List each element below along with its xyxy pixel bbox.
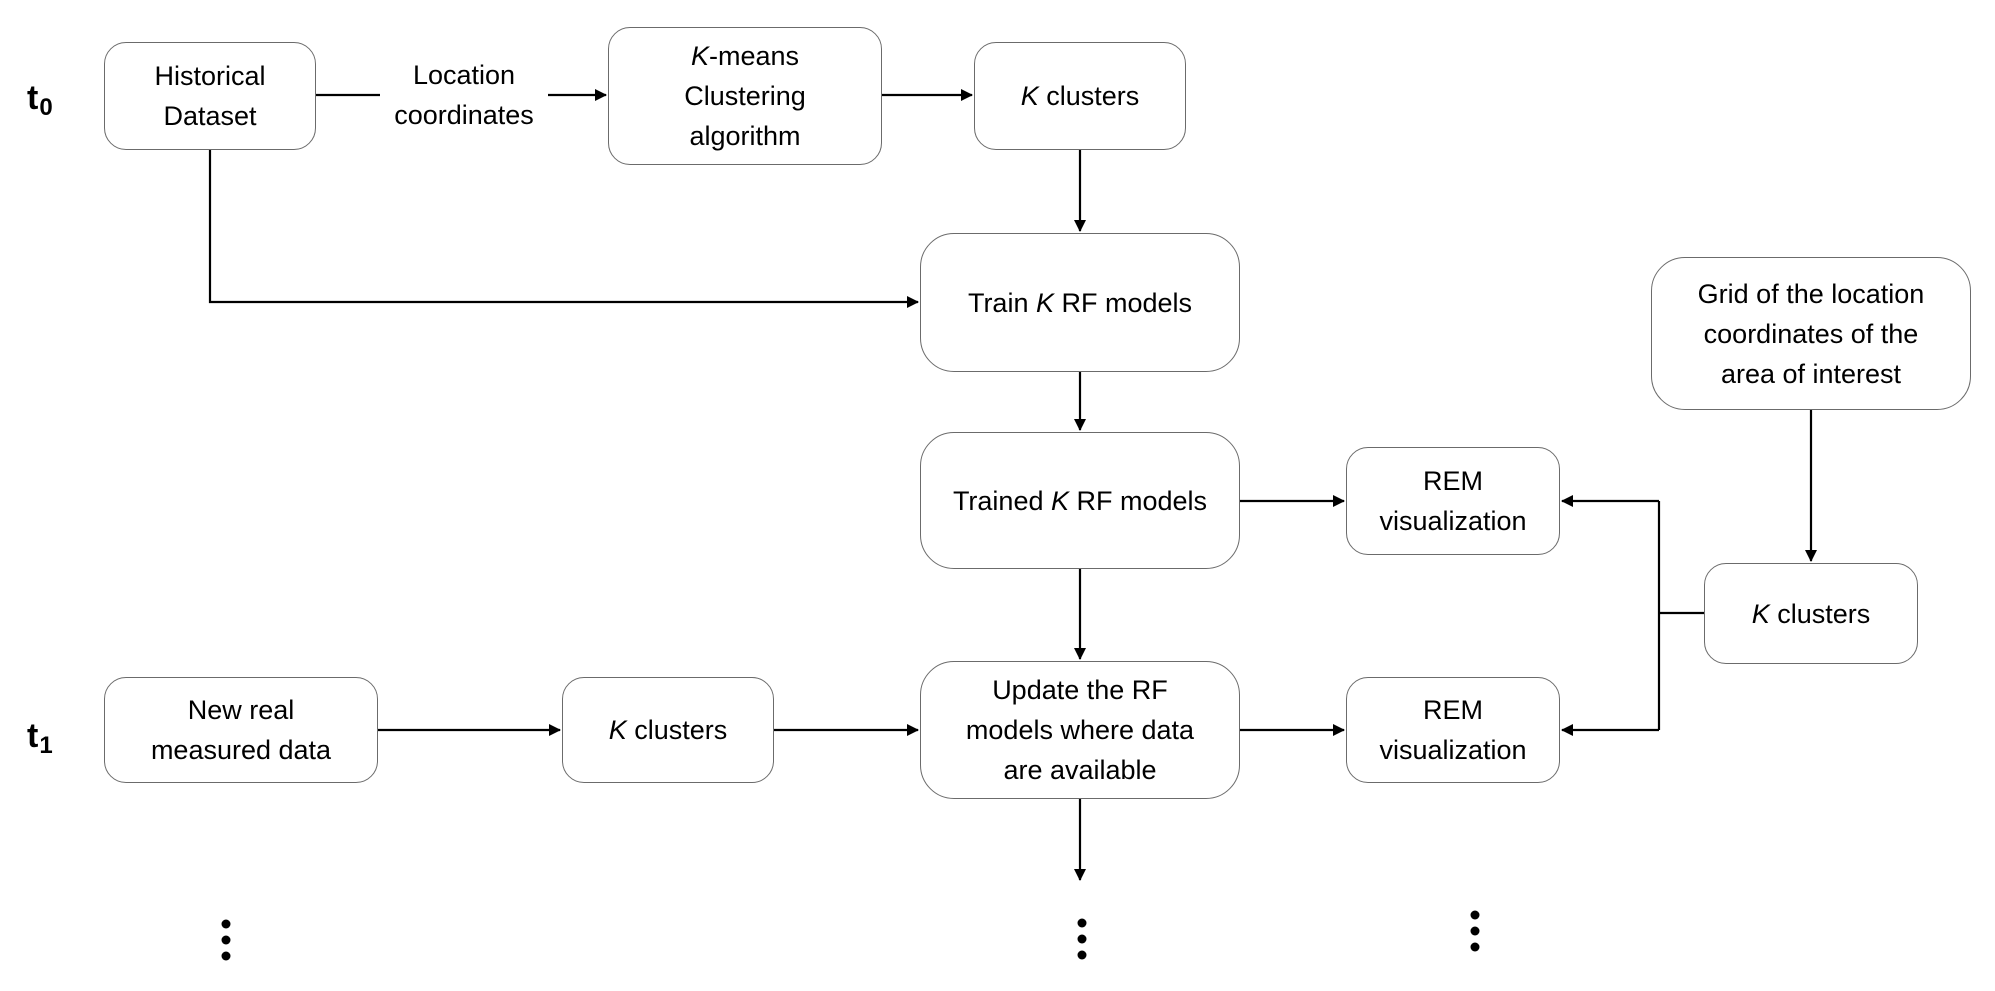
- k-clusters-bottom-box: K clusters: [562, 677, 774, 783]
- edge-label-location-coordinates: Location coordinates: [380, 55, 548, 135]
- k-clusters-top-box: K clusters: [974, 42, 1186, 150]
- grid-location-box: Grid of the location coordinates of the …: [1651, 257, 1971, 410]
- time-label-t0: t0: [27, 79, 53, 121]
- trained-rf-box: Trained K RF models: [920, 432, 1240, 569]
- train-rf-box: Train K RF models: [920, 233, 1240, 372]
- update-rf-box: Update the RF models where data are avai…: [920, 661, 1240, 799]
- edge-historical-to-train: [208, 150, 919, 308]
- time-label-t1: t1: [27, 717, 53, 759]
- kmeans-box: K-means Clustering algorithm: [608, 27, 882, 165]
- k-clusters-right-box: K clusters: [1704, 563, 1918, 664]
